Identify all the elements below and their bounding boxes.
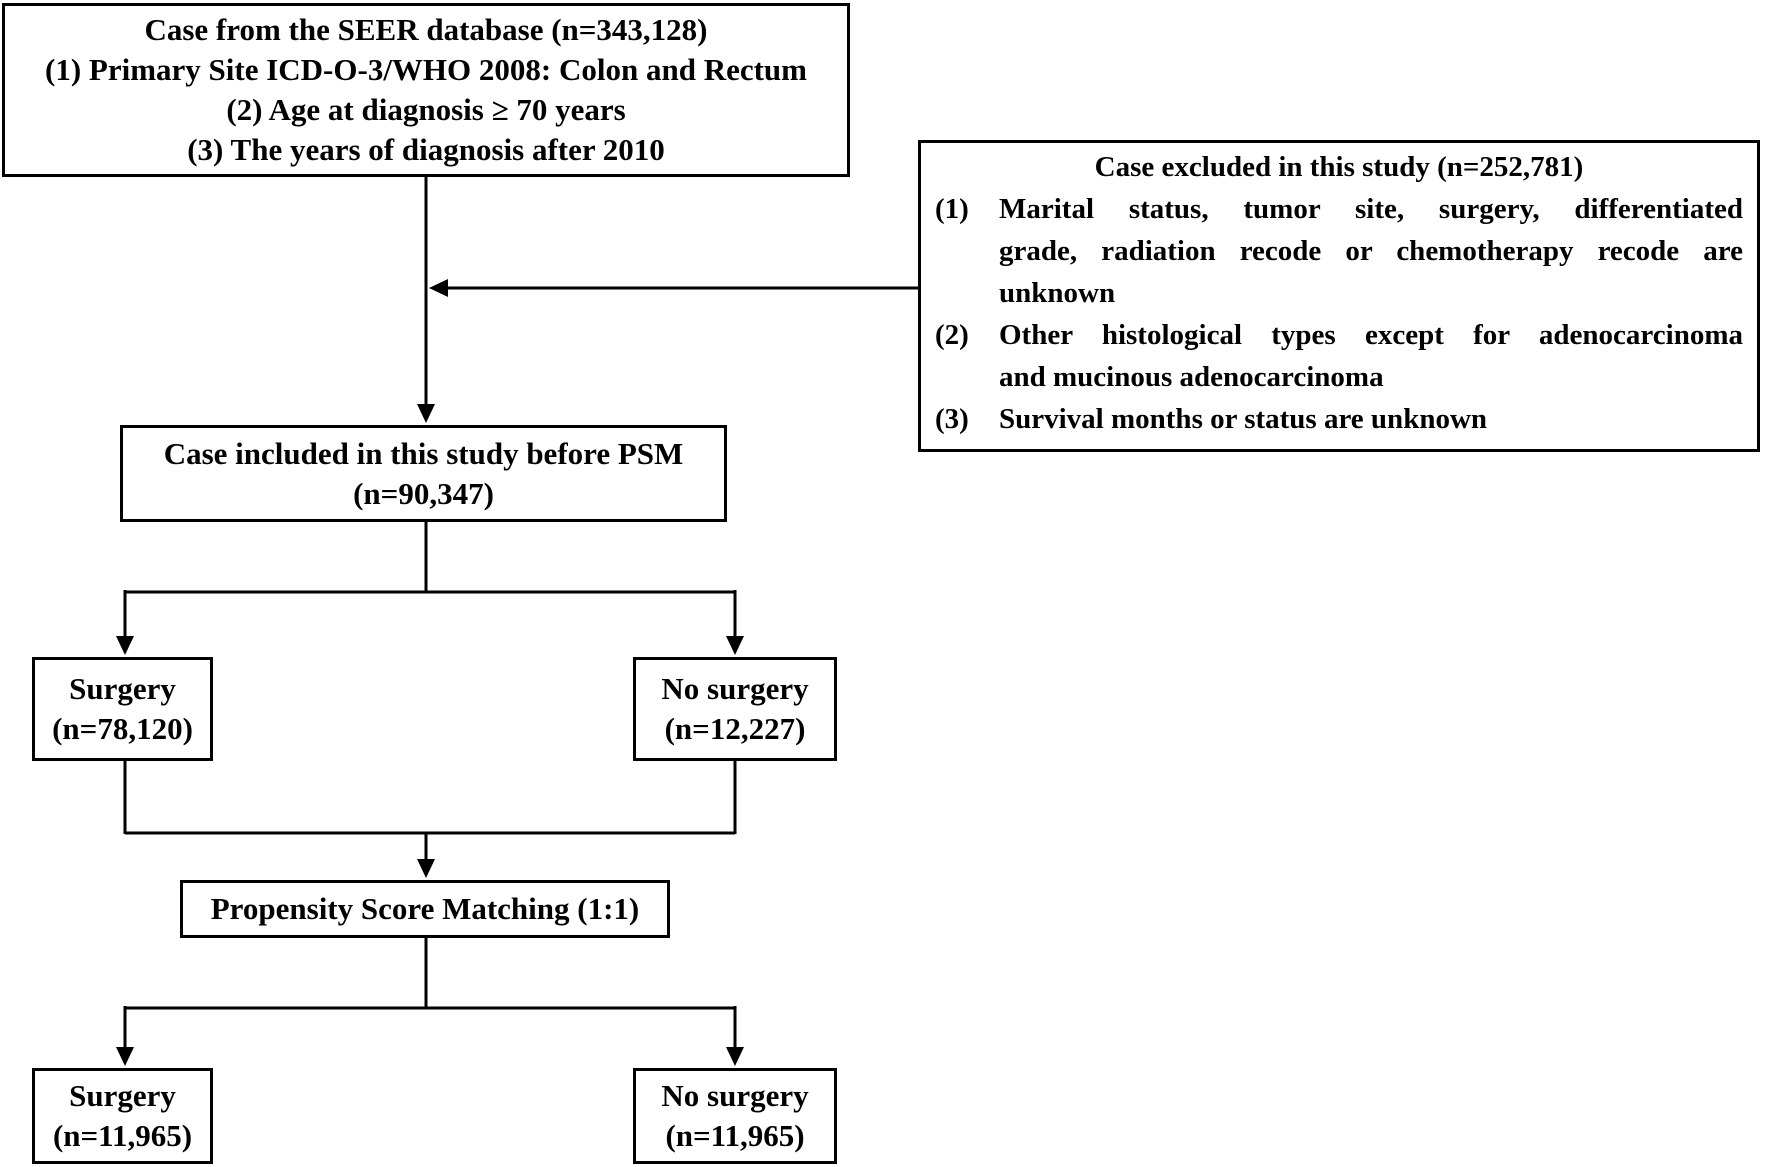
excluded-box-title: Case excluded in this study (n=252,781) xyxy=(1094,151,1584,183)
arrowhead-down-into-included-icon xyxy=(417,404,435,423)
source-box-line: (1) Primary Site ICD-O-3/WHO 2008: Colon… xyxy=(45,52,807,87)
excluded-item: (2) Other histological types except for … xyxy=(935,314,1743,398)
no-surgery-post-label: No surgery xyxy=(661,1078,809,1113)
source-box-line: (3) The years of diagnosis after 2010 xyxy=(187,132,665,167)
surgery-post-count: (n=11,965) xyxy=(52,1118,193,1153)
excluded-item-number: (1) xyxy=(935,193,969,225)
included-box: Case included in this study before PSM (… xyxy=(120,425,727,522)
surgery-pre-box: Surgery (n=78,120) xyxy=(32,657,213,761)
psm-box-label: Propensity Score Matching (1:1) xyxy=(210,891,640,926)
arrowhead-down-into-psm-icon xyxy=(417,859,435,878)
included-box-line: Case included in this study before PSM xyxy=(163,435,684,471)
excluded-box: Case excluded in this study (n=252,781) … xyxy=(918,140,1760,452)
arrowhead-left-excluded-icon xyxy=(429,279,448,297)
source-box-line: Case from the SEER database (n=343,128) xyxy=(144,12,708,47)
no-surgery-post-box: No surgery (n=11,965) xyxy=(633,1068,837,1164)
excluded-item-number: (3) xyxy=(935,403,969,435)
psm-box: Propensity Score Matching (1:1) xyxy=(180,880,670,938)
excluded-item: (1) Marital status, tumor site, surgery,… xyxy=(935,188,1743,314)
source-box: Case from the SEER database (n=343,128) … xyxy=(2,3,850,177)
surgery-post-label: Surgery xyxy=(69,1078,176,1113)
excluded-item-text: Survival months or status are unknown xyxy=(999,403,1488,435)
arrowhead-down-nosurgery-pre-icon xyxy=(726,636,744,655)
no-surgery-post-count: (n=11,965) xyxy=(665,1118,805,1153)
arrowhead-down-surgery-post-icon xyxy=(116,1047,134,1066)
included-box-line: (n=90,347) xyxy=(353,475,494,511)
surgery-pre-count: (n=78,120) xyxy=(52,711,193,746)
excluded-item-text: Other histological types except for aden… xyxy=(999,319,1743,393)
no-surgery-pre-label: No surgery xyxy=(661,671,809,706)
arrowhead-down-surgery-pre-icon xyxy=(116,636,134,655)
excluded-item-text: Marital status, tumor site, surgery, dif… xyxy=(999,193,1743,309)
arrowhead-down-nosurgery-post-icon xyxy=(726,1047,744,1066)
no-surgery-pre-box: No surgery (n=12,227) xyxy=(633,657,837,761)
no-surgery-pre-count: (n=12,227) xyxy=(664,711,806,746)
surgery-pre-label: Surgery xyxy=(69,671,176,706)
excluded-item-number: (2) xyxy=(935,319,969,351)
excluded-item: (3) Survival months or status are unknow… xyxy=(935,398,1743,440)
source-box-line: (2) Age at diagnosis ≥ 70 years xyxy=(226,92,626,127)
surgery-post-box: Surgery (n=11,965) xyxy=(32,1068,213,1164)
